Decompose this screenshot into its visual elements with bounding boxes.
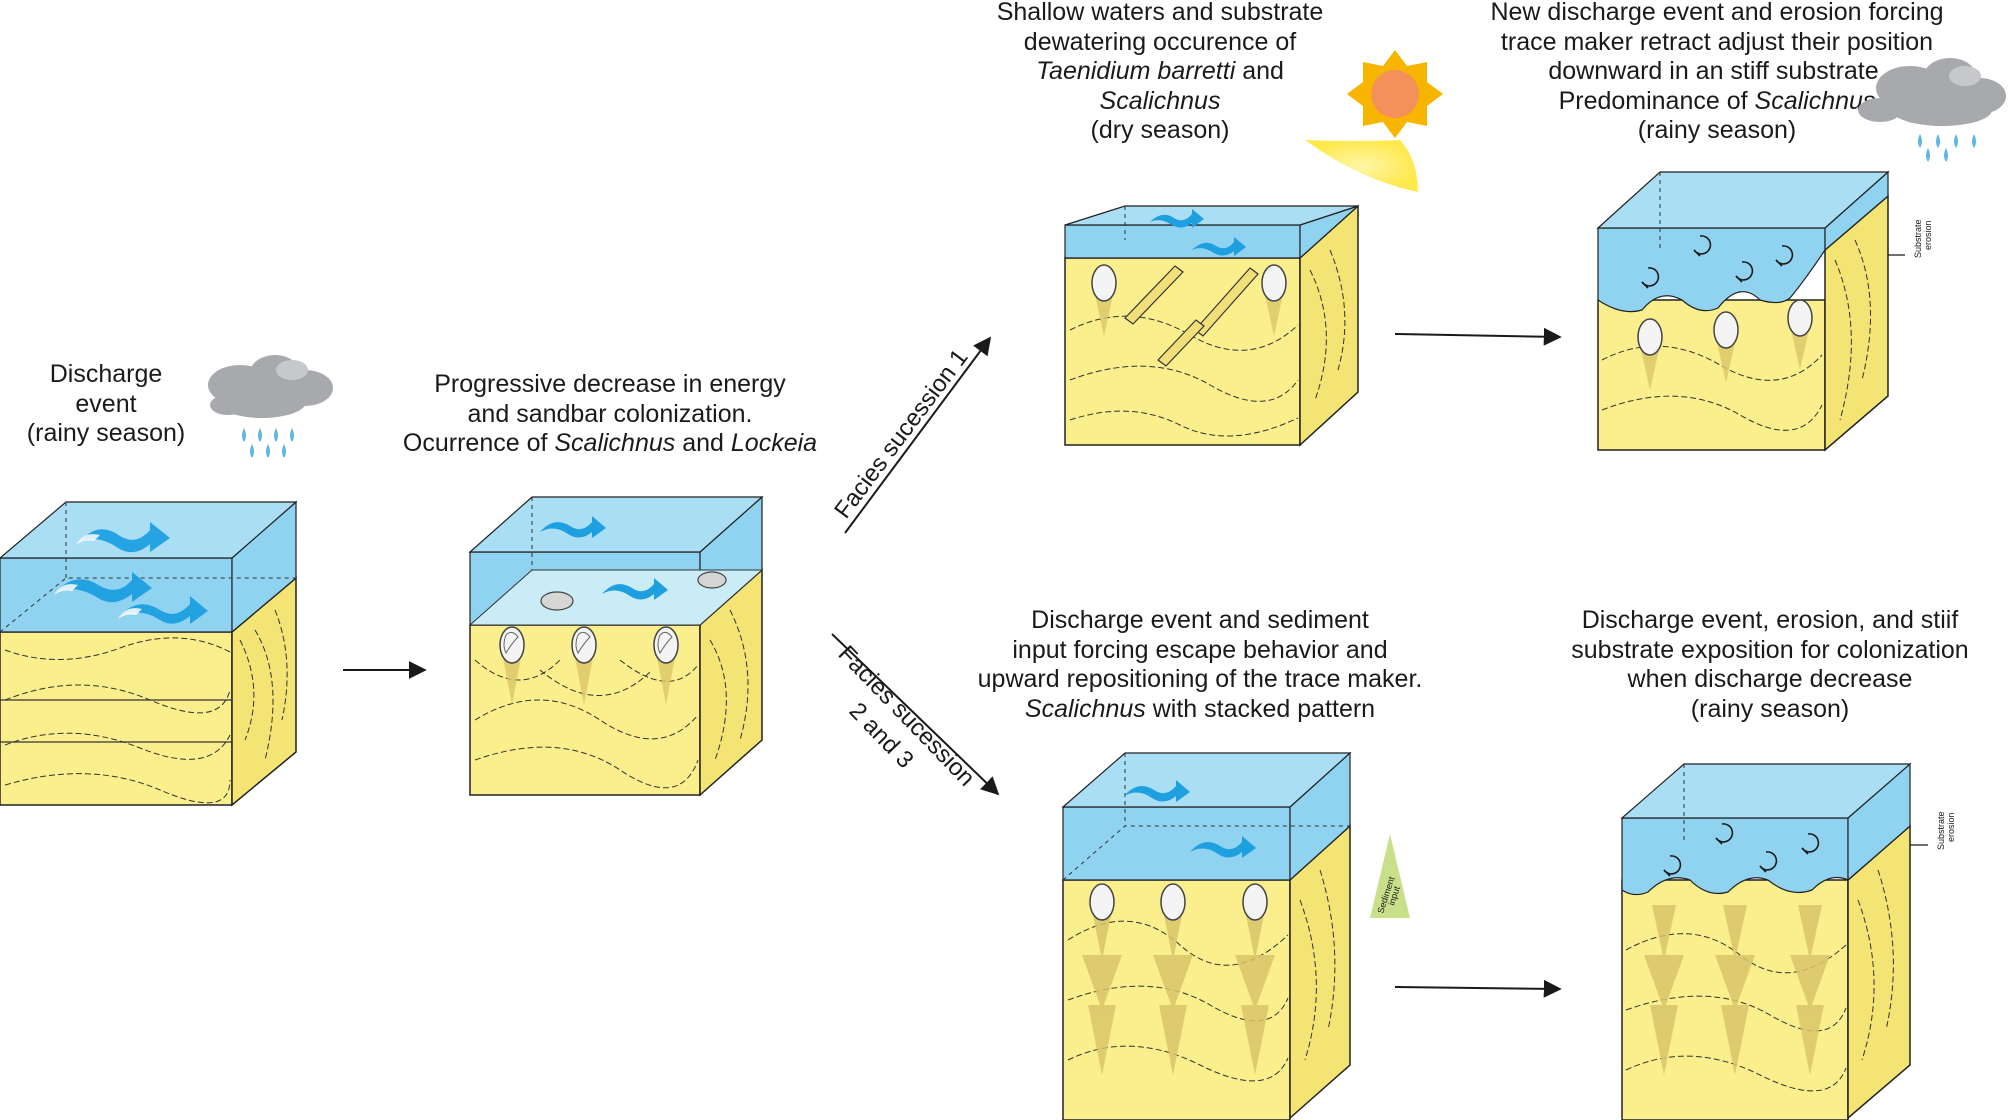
block-sediment-input: [1061, 751, 1352, 1120]
caption-line: (rainy season): [1637, 116, 1797, 144]
caption-taxon: Scalichnus: [1024, 694, 1146, 723]
caption-taxon: Scalichnus: [1754, 86, 1876, 115]
water-front: [1064, 224, 1301, 259]
sediment-input-indicator: Sediment input: [1370, 834, 1410, 918]
transition-arrow: [1394, 327, 1562, 346]
caption-progressive-decrease: Progressive decrease in energy and sandb…: [380, 370, 840, 459]
scalichnus-trace: [499, 626, 525, 705]
caption-erosion-stiff: Discharge event, erosion, and stiif subs…: [1530, 606, 2008, 724]
block-new-discharge: Substrate erosion: [1596, 170, 1933, 452]
facies-succession-23-arrow[interactable]: [831, 633, 1000, 796]
facies-succession-1-label: Facies sucession 1: [829, 344, 973, 523]
block-progressive: [468, 495, 764, 797]
water-top: [1061, 752, 1352, 808]
caption-text: Predominance of: [1558, 86, 1755, 115]
caption-text: with stacked pattern: [1145, 694, 1376, 723]
scalichnus-shell: [1089, 883, 1115, 921]
caption-line: input forcing escape behavior and: [1012, 635, 1388, 664]
caption-text: and: [1235, 57, 1284, 85]
caption-line: trace maker retract adjust their positio…: [1500, 27, 1934, 56]
water-top: [0, 501, 298, 559]
flow-arrow: [1124, 780, 1256, 858]
substrate-erosion-label: erosion: [1946, 812, 1956, 842]
caption-taxon: Lockeia: [730, 429, 818, 457]
rain-cloud-icon: [208, 355, 333, 458]
water-front: [1621, 817, 1849, 896]
substrate-erosion-label: Substrate: [1913, 219, 1923, 258]
rain-cloud-icon: [1858, 58, 2006, 162]
eddy-icon: [1663, 823, 1820, 877]
caption-line: (rainy season): [1690, 694, 1850, 723]
caption-shallow-waters: Shallow waters and substrate dewatering …: [940, 0, 1380, 146]
sandbar-surface: [468, 569, 764, 626]
caption-line: Shallow waters and substrate: [996, 0, 1324, 26]
water-top: [1596, 171, 1890, 229]
caption-line: when discharge decrease: [1627, 665, 1913, 693]
caption-line: Predominance of Scalichnus: [1452, 87, 1982, 117]
eddy-icon: [1641, 235, 1794, 289]
flow-arrow: [540, 516, 668, 600]
caption-text: and: [675, 429, 731, 457]
substrate-erosion-label: erosion: [1923, 220, 1933, 250]
scalichnus-shell: [1160, 883, 1186, 921]
scalichnus-shell: [1242, 883, 1268, 921]
water-top: [1620, 763, 1912, 819]
caption-line: dewatering occurence of: [1023, 27, 1297, 56]
caption-line: New discharge event and erosion forcing: [1490, 0, 1944, 26]
taenidium-trace: [1124, 265, 1259, 367]
scalichnus-trace: [1261, 264, 1287, 336]
lockeia-trace: [540, 591, 574, 611]
cross-laminae: [1601, 239, 1871, 431]
scalichnus-trace: [1713, 311, 1739, 383]
caption-line: Ocurrence of Scalichnus and Lockeia: [380, 429, 840, 459]
caption-line: downward in an stiff substrate.: [1548, 57, 1886, 85]
block-erosion-stiff: Substrate erosion: [1620, 762, 1956, 1120]
caption-line: Scalichnus with stacked pattern: [940, 695, 1460, 725]
scalichnus-stacked-trace: [1082, 910, 1275, 1075]
cross-laminae: [474, 609, 749, 789]
caption-line: upward repositioning of the trace maker.: [977, 665, 1423, 693]
flow-arrow: [56, 522, 208, 624]
caption-new-discharge: New discharge event and erosion forcing …: [1452, 0, 1982, 146]
lockeia-trace: [697, 571, 727, 589]
flow-arrow: [1150, 209, 1246, 256]
caption-line: substrate exposition for colonization: [1571, 635, 1969, 664]
caption-sediment-input: Discharge event and sediment input forci…: [940, 606, 1460, 724]
block-shallow-waters: [1064, 204, 1359, 447]
scalichnus-trace: [1787, 299, 1813, 370]
scalichnus-trace: [653, 626, 679, 705]
water-top: [468, 496, 764, 553]
transition-arrow: [1394, 979, 1562, 998]
caption-taxon: Taenidium barretti: [1036, 57, 1236, 85]
caption-taxon: Scalichnus: [554, 429, 676, 457]
caption-line: Discharge event and sediment: [1031, 606, 1369, 634]
caption-line: Progressive decrease in energy: [434, 370, 786, 398]
caption-line: Discharge: [49, 360, 163, 388]
caption-line: event: [75, 389, 137, 418]
caption-line: and sandbar colonization.: [467, 399, 753, 428]
scalichnus-trace: [571, 626, 597, 705]
water-front: [1597, 227, 1826, 313]
scalichnus-stacked-trace: [1644, 905, 1830, 1075]
caption-line: Taenidium barretti and: [940, 57, 1380, 87]
caption-text: Ocurrence of: [402, 429, 555, 457]
caption-line: Scalichnus: [940, 87, 1380, 117]
water-top: [1064, 205, 1359, 226]
substrate-erosion-label: Substrate: [1936, 811, 1946, 850]
caption-discharge-event: Discharge event (rainy season): [8, 360, 204, 449]
block-discharge: [0, 500, 298, 807]
caption-taxon: Scalichnus: [1099, 86, 1221, 115]
caption-line: (rainy season): [26, 419, 186, 447]
facies-succession-1-arrow[interactable]: [844, 336, 992, 534]
caption-line: (dry season): [1090, 116, 1230, 144]
scalichnus-trace: [1091, 264, 1117, 336]
water-front: [1062, 806, 1291, 881]
sun-icon: [1305, 50, 1443, 192]
caption-line: Discharge event, erosion, and stiif: [1581, 606, 1959, 634]
scalichnus-trace: [1637, 318, 1663, 390]
